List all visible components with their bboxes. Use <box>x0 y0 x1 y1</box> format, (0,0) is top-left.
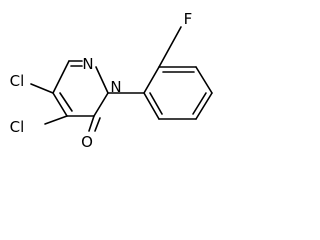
bond-ph2-f <box>158 26 182 68</box>
atom-fluorine: F <box>184 10 193 28</box>
bond-c4-c5 <box>52 92 68 117</box>
atom-chlorine-top: Cl <box>10 72 25 90</box>
atom-oxygen: O <box>81 133 93 151</box>
bond-ph6-ph1-double <box>149 92 163 115</box>
bond-ph3-ph4 <box>195 66 213 94</box>
bond-c3-o <box>88 115 95 132</box>
bond-c3-o-double <box>94 117 101 132</box>
bond-n1-n2 <box>95 66 109 94</box>
bond-c4-cl-bottom <box>44 115 68 125</box>
bond-ph4-ph5 <box>195 92 213 120</box>
bond-c5-cl-top <box>30 83 54 94</box>
atom-n1: N <box>82 55 93 73</box>
bond-c5-c6 <box>52 60 70 94</box>
bond-ph6-ph1 <box>143 92 160 120</box>
structure-diagram: N N F Cl Cl O <box>10 10 213 151</box>
bond-c4-c5-double <box>59 92 73 112</box>
atom-n2: N <box>110 78 121 96</box>
bond-ph1-ph2 <box>143 66 160 94</box>
bond-n2-c3 <box>93 92 109 117</box>
atom-chlorine-bottom: Cl <box>10 118 25 136</box>
bond-ph4-ph5-double <box>192 92 207 115</box>
